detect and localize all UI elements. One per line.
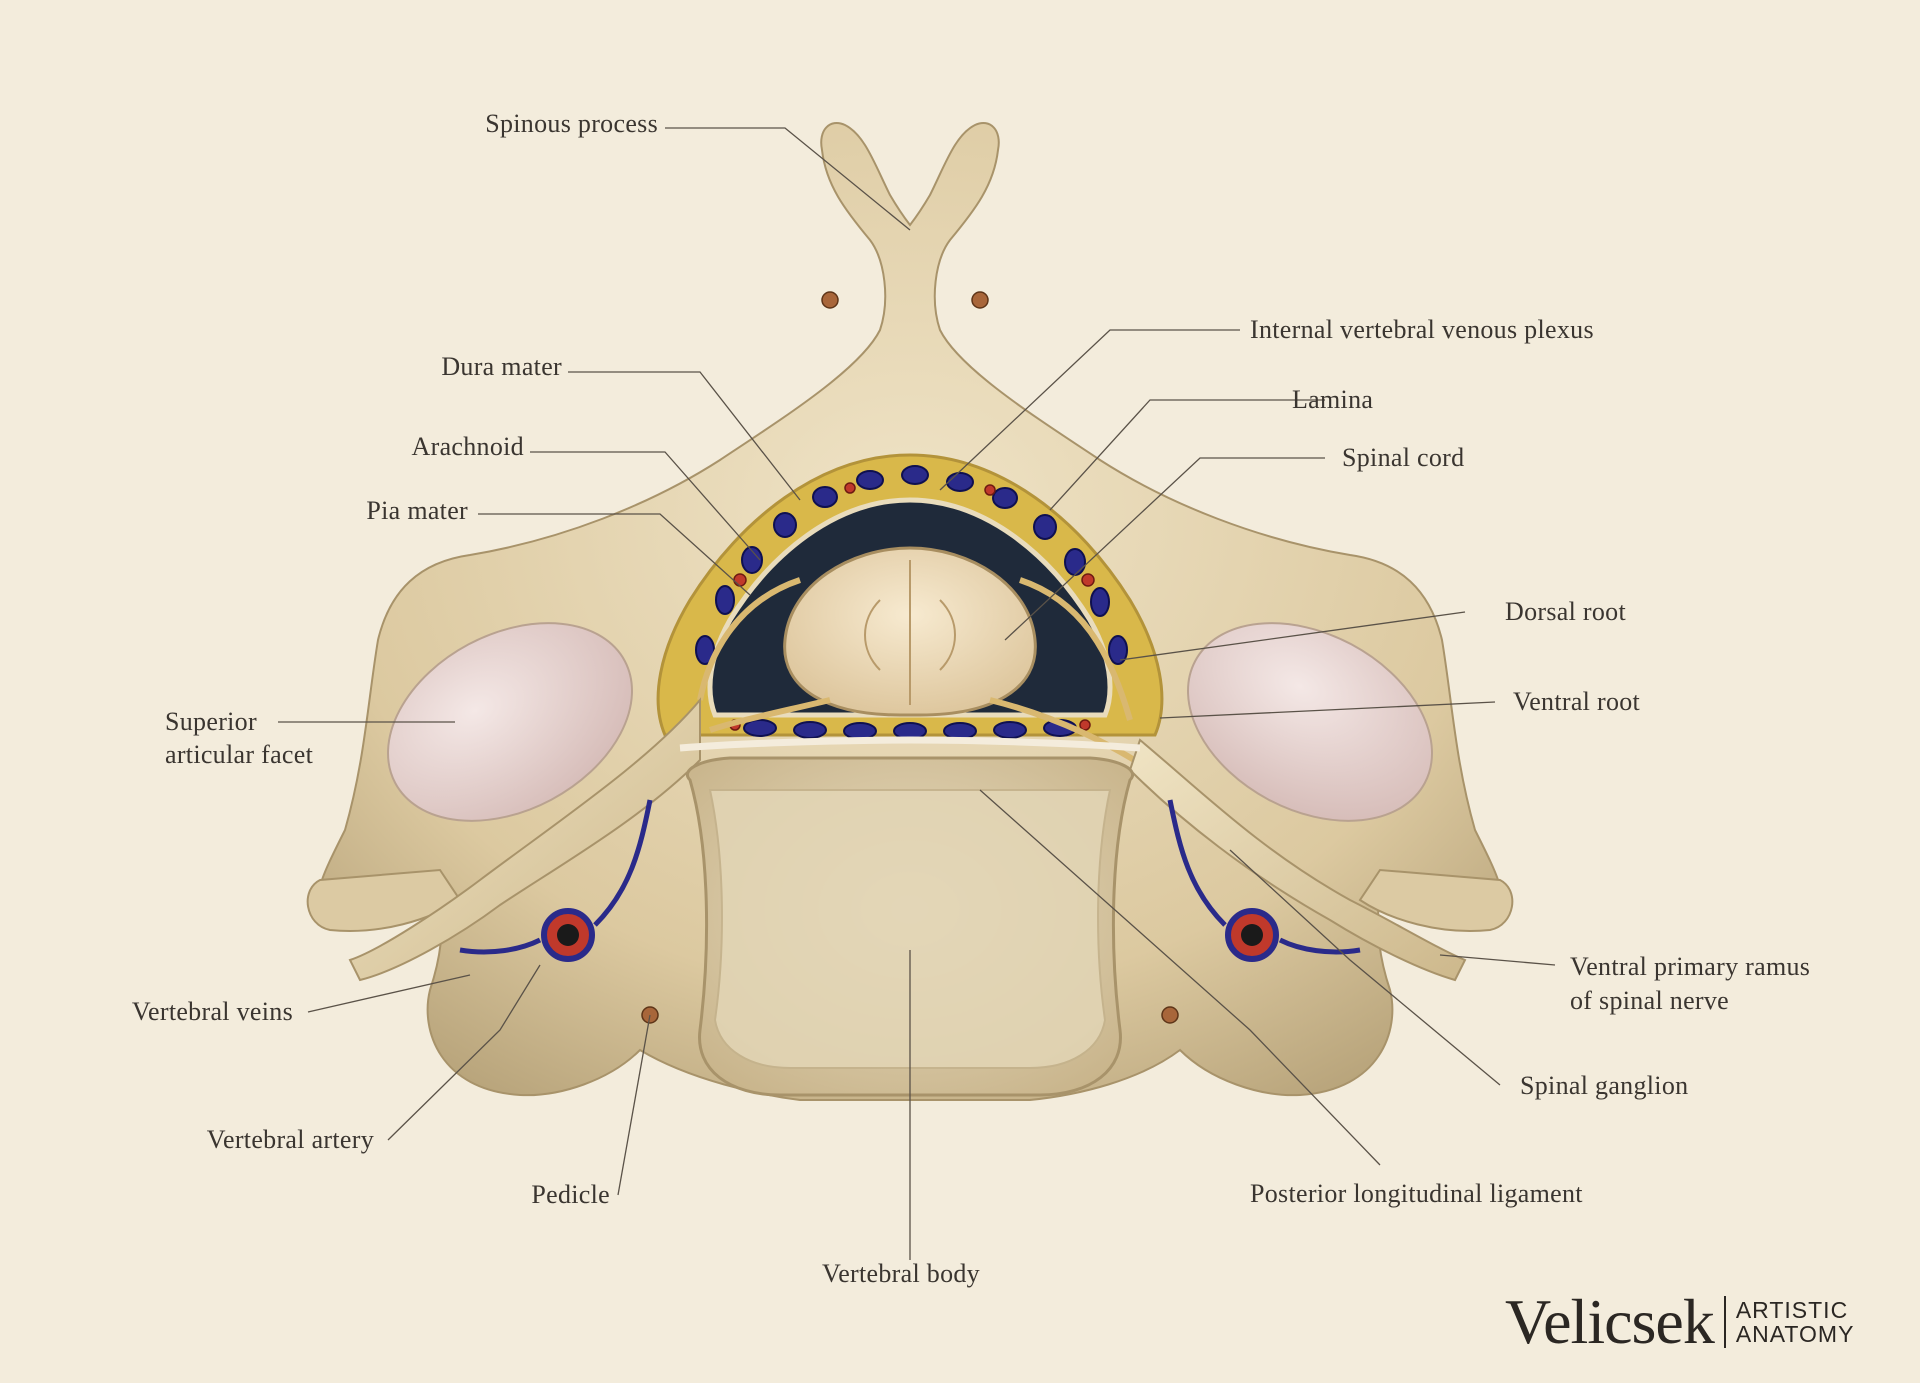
label-arachnoid: Arachnoid: [411, 432, 524, 461]
posterior-longitudinal-ligament: [679, 736, 1141, 752]
vertebral-artery-right: [1225, 908, 1279, 962]
label-lamina: Lamina: [1292, 385, 1374, 414]
brand-sub-line2: ANATOMY: [1735, 1321, 1855, 1347]
vertebral-artery-left: [541, 908, 595, 962]
internal-vertebral-venous-plexus: [695, 465, 1128, 740]
superior-articular-facet-left: [387, 622, 633, 822]
label-dura-mater: Dura mater: [441, 352, 562, 381]
brand-name: Velicsek: [1505, 1286, 1715, 1357]
spinal-nerve-right: [1128, 738, 1467, 982]
vertebral-body: [686, 756, 1134, 1097]
label-spinal-ganglion: Spinal ganglion: [1520, 1071, 1689, 1100]
label-ventral-root: Ventral root: [1513, 687, 1641, 716]
label-superior-articular-facet-line2: articular facet: [165, 740, 314, 769]
label-internal-vertebral-venous-plexus: Internal vertebral venous plexus: [1250, 315, 1594, 344]
label-pedicle: Pedicle: [531, 1180, 610, 1209]
label-spinal-cord: Spinal cord: [1342, 443, 1465, 472]
brand-logo: Velicsek ARTISTIC ANATOMY: [1505, 1285, 1854, 1359]
label-vertebral-veins: Vertebral veins: [131, 997, 293, 1026]
spinal-cord: [783, 546, 1037, 717]
brand-divider: [1723, 1296, 1726, 1348]
brand-sub-line1: ARTISTIC: [1735, 1297, 1849, 1323]
spinal-nerve-left: [348, 697, 701, 982]
small-arteries: [729, 482, 1095, 731]
superior-articular-facet-right: [1187, 622, 1433, 822]
leader-lines: [278, 127, 1556, 1260]
label-dorsal-root: Dorsal root: [1505, 597, 1626, 626]
brand-subtitle: ARTISTIC ANATOMY: [1736, 1298, 1855, 1346]
label-spinous-process: Spinous process: [485, 109, 658, 138]
label-posterior-longitudinal-ligament: Posterior longitudinal ligament: [1250, 1179, 1583, 1208]
transverse-process-right: [1358, 868, 1514, 932]
label-ventral-primary-ramus-line2: of spinal nerve: [1570, 986, 1730, 1015]
label-ventral-primary-ramus-line1: Ventral primary ramus: [1570, 952, 1811, 981]
vertebral-veins: [459, 799, 1361, 955]
label-vertebral-artery: Vertebral artery: [206, 1125, 374, 1154]
label-superior-articular-facet-line1: Superior: [165, 707, 257, 736]
label-vertebral-body: Vertebral body: [822, 1259, 980, 1288]
label-pia-mater: Pia mater: [366, 496, 468, 525]
